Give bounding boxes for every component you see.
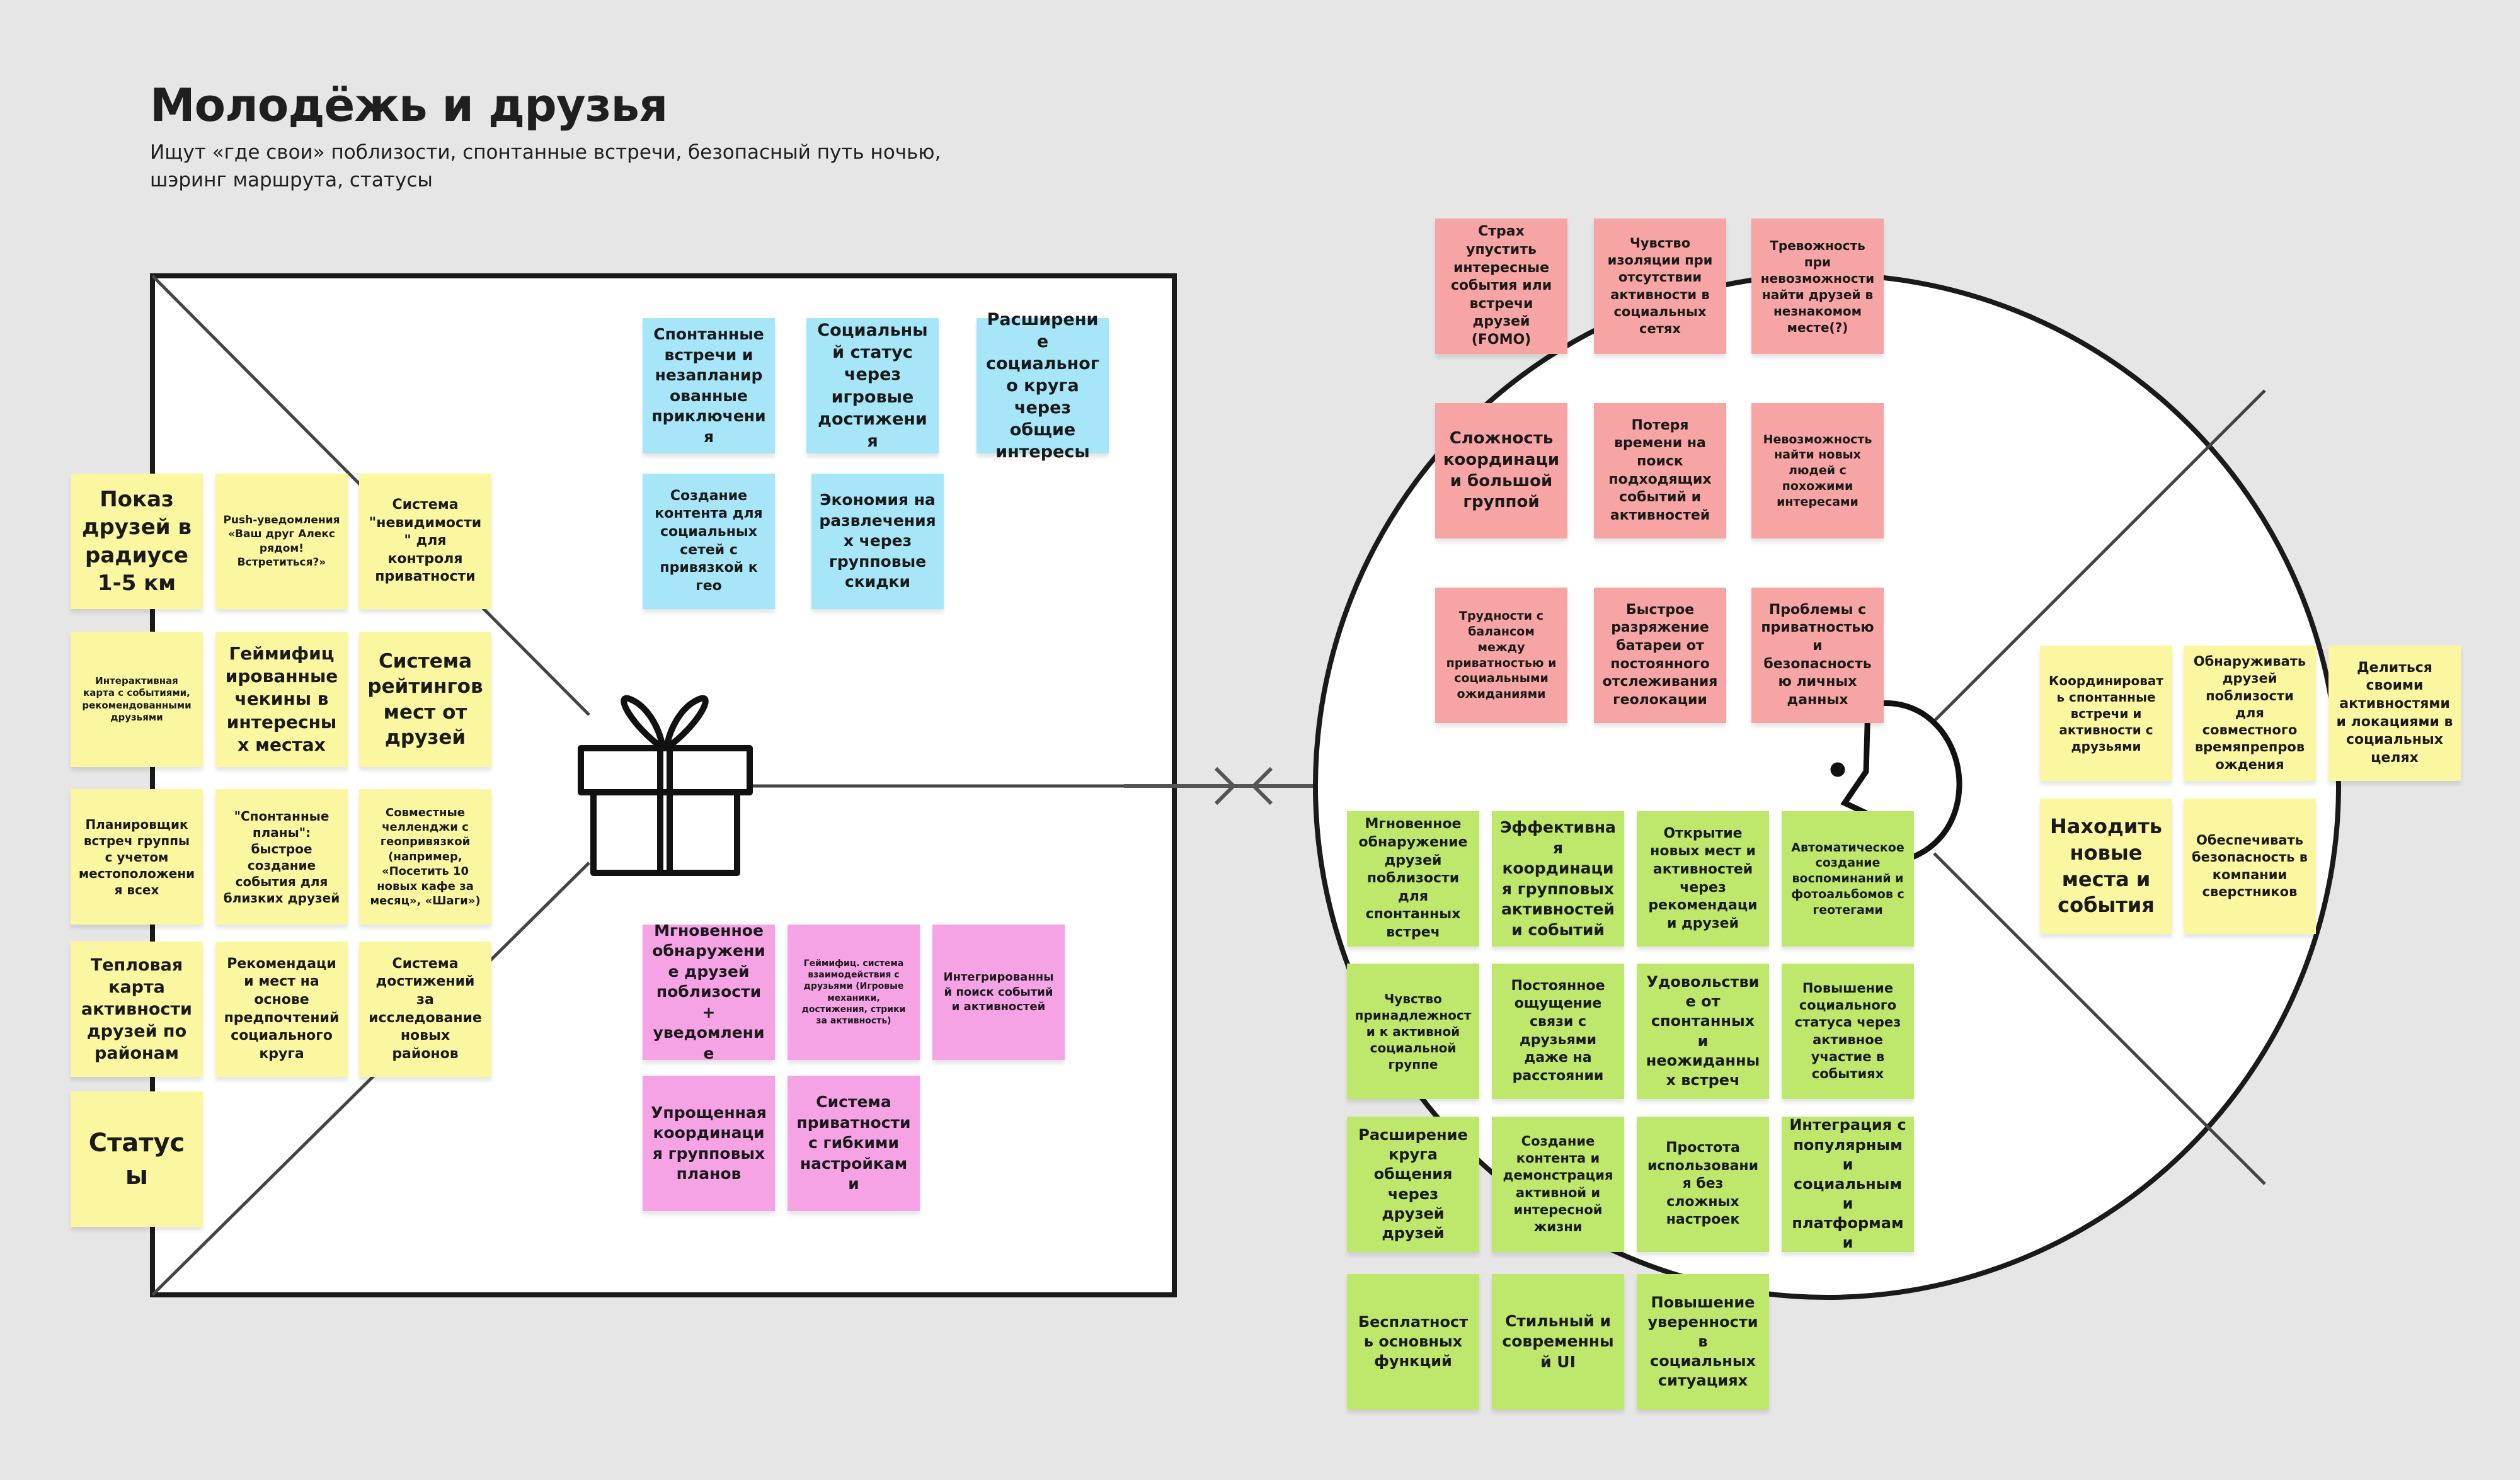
customer-job-note-2[interactable]: Обнаруживать друзей поблизости для совме… [2184, 646, 2316, 781]
product-note-10[interactable]: Тепловая карта активности друзей по райо… [71, 942, 203, 1077]
customer-job-note-5[interactable]: Обеспечивать безопасность в компании све… [2184, 799, 2316, 934]
product-note-7[interactable]: Планировщик встреч группы с учетом место… [71, 789, 203, 925]
product-note-5[interactable]: Геймифицированные чекины в интересных ме… [215, 632, 348, 767]
gain-note-3[interactable]: Открытие новых мест и активностей через … [1637, 811, 1769, 947]
product-note-12[interactable]: Система достижений за исследование новых… [359, 942, 491, 1077]
product-note-9[interactable]: Совместные челленджи с геопривязкой (нап… [359, 789, 491, 925]
pain-reliever-note-3[interactable]: Интегрированный поиск событий и активнос… [932, 925, 1065, 1060]
gain-creator-note-4[interactable]: Создание контента для социальных сетей с… [643, 474, 775, 609]
gift-icon [578, 695, 753, 876]
page-title: Молодёжь и друзья [150, 79, 668, 132]
gain-creator-note-5[interactable]: Экономия на развлечениях через групповые… [811, 474, 944, 609]
pain-note-8[interactable]: Быстрое разряжение батареи от постоянног… [1594, 588, 1726, 723]
gain-note-13[interactable]: Бесплатность основных функций [1347, 1274, 1479, 1409]
pain-note-1[interactable]: Страх упустить интересные события или вс… [1435, 219, 1567, 354]
product-note-1[interactable]: Показ друзей в радиусе 1-5 км [71, 474, 203, 609]
pain-note-3[interactable]: Тревожность при невозможности найти друз… [1751, 219, 1884, 354]
gain-creator-note-2[interactable]: Социальный статус через игровые достижен… [806, 318, 939, 453]
gain-note-12[interactable]: Интеграция с популярными социальными пла… [1782, 1116, 1914, 1252]
customer-job-note-3[interactable]: Делиться своими активностями и локациями… [2328, 646, 2461, 781]
pain-reliever-note-2[interactable]: Геймифиц. система взаимодействия с друзь… [788, 925, 920, 1060]
customer-job-note-4[interactable]: Находить новые места и события [2040, 799, 2172, 934]
product-note-11[interactable]: Рекомендации мест на основе предпочтений… [215, 942, 348, 1077]
product-note-8[interactable]: "Спонтанные планы": быстрое создание соб… [215, 789, 348, 925]
pain-note-7[interactable]: Трудности с балансом между приватностью … [1435, 588, 1567, 723]
gain-note-2[interactable]: Эффективная координация групповых активн… [1492, 811, 1624, 947]
product-note-3[interactable]: Система "невидимости" для контроля прива… [359, 474, 491, 609]
gain-note-11[interactable]: Простота использования без сложных настр… [1637, 1117, 1769, 1252]
gain-note-15[interactable]: Повышение уверенности в социальных ситуа… [1637, 1274, 1769, 1409]
gain-creator-note-1[interactable]: Спонтанные встречи и незапланированные п… [643, 318, 775, 453]
pain-reliever-note-5[interactable]: Система приватности с гибкими настройкам… [788, 1076, 920, 1211]
pain-reliever-note-1[interactable]: Мгновенное обнаружение друзей поблизости… [643, 921, 775, 1062]
gain-note-7[interactable]: Удовольствие от спонтанных и неожиданных… [1637, 964, 1769, 1099]
gain-note-1[interactable]: Мгновенное обнаружение друзей поблизости… [1347, 811, 1479, 947]
gain-note-9[interactable]: Расширение круга общения через друзей др… [1347, 1117, 1479, 1252]
product-note-6[interactable]: Система рейтингов мест от друзей [359, 632, 491, 767]
gain-note-14[interactable]: Стильный и современный UI [1492, 1274, 1624, 1409]
pain-note-6[interactable]: Невозможность найти новых людей с похожи… [1751, 403, 1884, 538]
customer-job-note-1[interactable]: Координировать спонтанные встречи и акти… [2040, 646, 2172, 781]
page-subtitle: Ищут «где свои» поблизости, спонтанные в… [150, 141, 941, 191]
product-note-13[interactable]: Статусы [71, 1091, 203, 1227]
gain-creator-note-3[interactable]: Расширение социального круга через общие… [976, 310, 1109, 462]
pain-note-2[interactable]: Чувство изоляции при отсутствии активнос… [1594, 219, 1726, 354]
gain-note-8[interactable]: Повышение социального статуса через акти… [1782, 964, 1914, 1099]
pain-reliever-note-4[interactable]: Упрощенная координация групповых планов [643, 1076, 775, 1211]
product-note-4[interactable]: Интерактивная карта с событиями, рекомен… [71, 632, 203, 767]
gain-note-4[interactable]: Автоматическое создание воспоминаний и ф… [1782, 811, 1914, 947]
gain-note-10[interactable]: Создание контента и демонстрация активно… [1492, 1117, 1624, 1252]
gain-note-5[interactable]: Чувство принадлежности к активной социал… [1347, 964, 1479, 1099]
pain-note-9[interactable]: Проблемы с приватностью и безопасностью … [1751, 588, 1884, 723]
product-note-2[interactable]: Push-уведомления «Ваш друг Алекс рядом! … [215, 474, 348, 609]
pain-note-5[interactable]: Потеря времени на поиск подходящих событ… [1594, 403, 1726, 538]
gain-note-6[interactable]: Постоянное ощущение связи с друзьями даж… [1492, 964, 1624, 1099]
pain-note-4[interactable]: Сложность координации большой группой [1435, 403, 1567, 538]
